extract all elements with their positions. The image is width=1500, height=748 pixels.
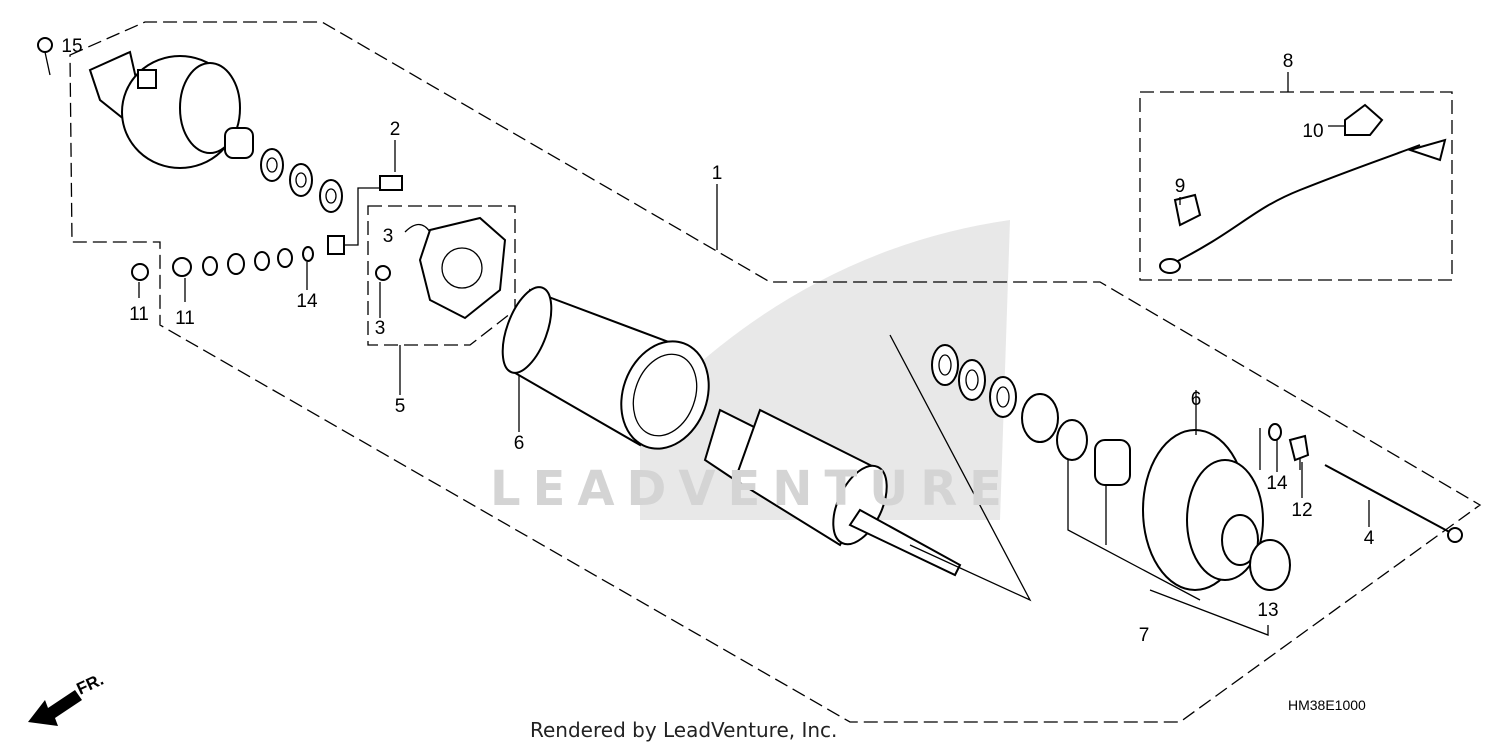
callout-14b: 14 (1266, 473, 1288, 494)
footer-credit: Rendered by LeadVenture, Inc. (530, 718, 838, 742)
callout-6: 6 (514, 433, 525, 454)
callout-15: 15 (61, 36, 82, 57)
callout-1: 1 (712, 163, 723, 184)
yoke (501, 286, 710, 450)
callout-7: 7 (1139, 625, 1150, 646)
callout-11: 11 (129, 304, 149, 325)
brush-group-boundary (367, 205, 516, 346)
armature (703, 408, 962, 577)
callout-8: 8 (1283, 51, 1294, 72)
callout-5: 5 (395, 396, 406, 417)
watermark-text: LEADVENTURE (490, 461, 1014, 517)
assembly-boundary (69, 21, 1482, 723)
callout-12: 12 (1291, 500, 1312, 521)
callout-9: 9 (1175, 176, 1186, 197)
washers-upper (224, 127, 343, 213)
washers-lower (131, 175, 403, 281)
front-indicator-label: FR. (74, 670, 107, 699)
brush-holder (375, 216, 507, 320)
callout-2: 2 (390, 119, 401, 140)
callout-leaders (138, 72, 1370, 527)
callout-13: 13 (1257, 600, 1278, 621)
rear-housing (88, 50, 241, 169)
callout-3b: 3 (375, 318, 386, 339)
callout-3: 3 (383, 226, 394, 247)
callout-4: 4 (1364, 528, 1375, 549)
front-direction-arrow: FR. (28, 670, 107, 726)
callout-10: 10 (1302, 121, 1323, 142)
diagram-code: HM38E1000 (1288, 697, 1366, 713)
leader-lines (889, 334, 1269, 636)
front-cover (1142, 423, 1463, 591)
callout-11b: 11 (175, 308, 195, 329)
washers-front (931, 344, 1131, 486)
bolt-15 (37, 37, 53, 76)
callout-14: 14 (296, 291, 318, 312)
battery-cable (1159, 103, 1447, 274)
cable-group-boundary (1139, 91, 1453, 281)
